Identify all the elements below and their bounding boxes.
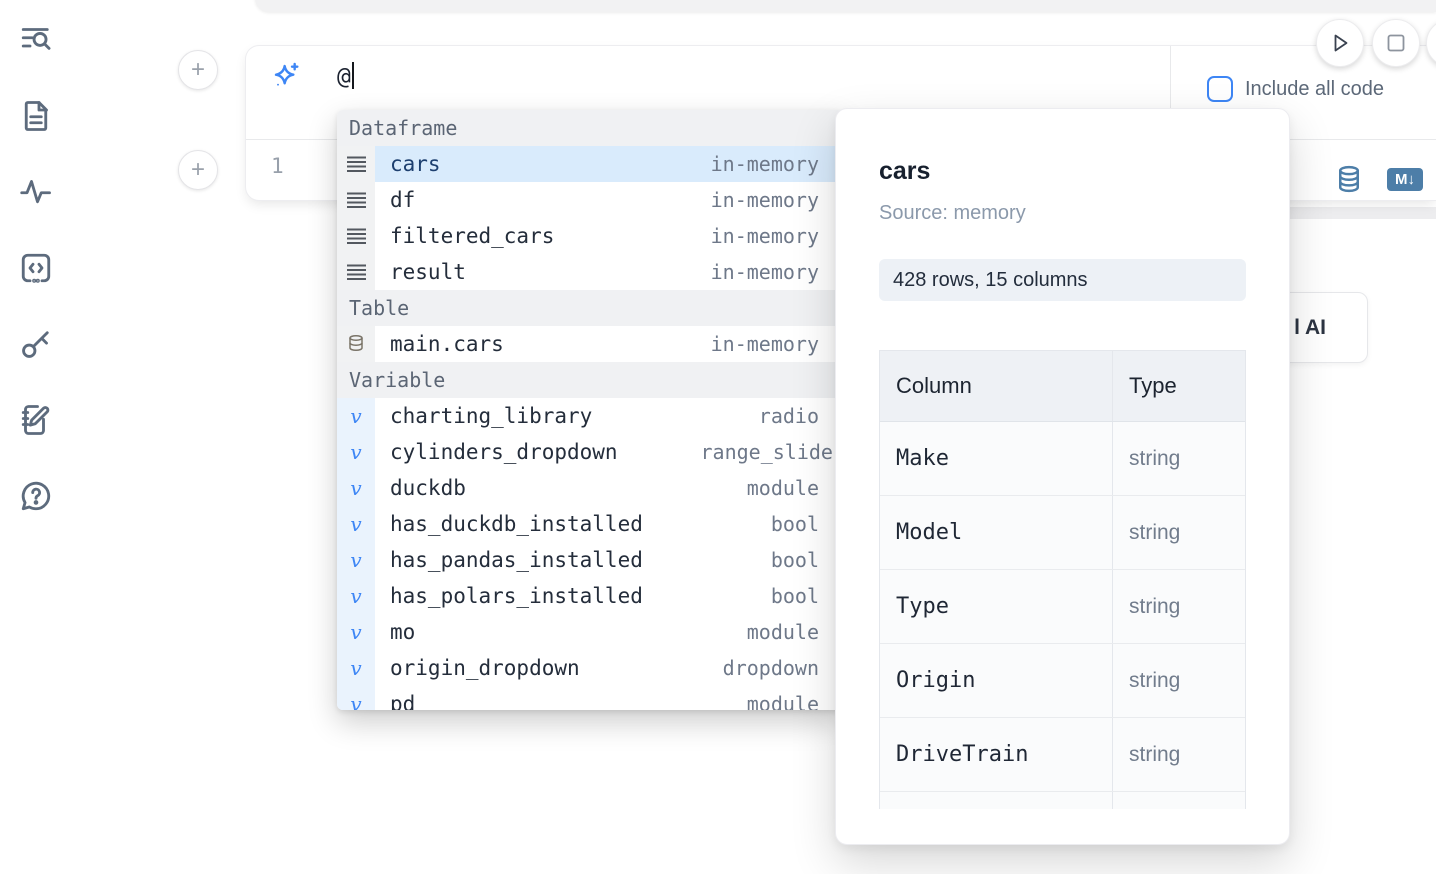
database-table-icon <box>347 334 365 354</box>
stop-cell-button[interactable] <box>1372 19 1420 67</box>
code-snippet-icon[interactable] <box>18 250 54 286</box>
scratchpad-icon[interactable] <box>18 402 54 438</box>
stop-icon <box>1387 34 1405 52</box>
section-header-table: Table <box>337 290 843 326</box>
activity-icon[interactable] <box>18 174 54 210</box>
convert-to-markdown-icon[interactable]: M↓ <box>1387 168 1423 191</box>
variable-icon: v <box>350 620 362 644</box>
variable-icon: v <box>350 440 362 464</box>
dataframe-icon <box>346 191 367 209</box>
table-row: DriveTrain string <box>880 718 1245 792</box>
dataframe-preview-popup: cars Source: memory 428 rows, 15 columns… <box>835 108 1290 845</box>
play-icon <box>1334 34 1348 52</box>
sidebar <box>18 22 58 514</box>
type-header: Type <box>1129 373 1177 398</box>
preview-shape-badge: 428 rows, 15 columns <box>879 259 1246 301</box>
convert-to-sql-icon[interactable] <box>1334 164 1364 195</box>
code-editor-row[interactable]: 1 M↓ <box>246 140 1436 201</box>
add-cell-above-button[interactable]: + <box>178 50 218 90</box>
variable-icon: v <box>350 512 362 536</box>
divider <box>1170 46 1171 139</box>
table-row: Origin string <box>880 644 1245 718</box>
dataframe-icon <box>346 263 367 281</box>
help-icon[interactable] <box>18 478 54 514</box>
include-all-code-control[interactable]: Include all code <box>1207 76 1384 102</box>
document-icon[interactable] <box>18 98 54 134</box>
dataframe-icon <box>346 227 367 245</box>
preview-source: Source: memory <box>879 202 1026 224</box>
key-icon[interactable] <box>18 326 54 362</box>
ai-button-label: l AI <box>1294 315 1326 339</box>
variable-icon: v <box>350 656 362 680</box>
table-row: Make string <box>880 422 1245 496</box>
run-cell-button[interactable] <box>1316 19 1364 67</box>
dataframe-icon <box>346 155 367 173</box>
variable-icon: v <box>350 692 362 710</box>
variable-icon: v <box>350 404 362 428</box>
text-cursor <box>351 62 354 89</box>
table-header-row: Column Type <box>880 351 1245 422</box>
preview-schema-table: Column Type Make string Model string Typ… <box>879 350 1246 809</box>
ai-sparkle-icon <box>270 60 302 92</box>
previous-cell-edge <box>255 0 1436 12</box>
search-list-icon[interactable] <box>18 22 54 58</box>
table-row <box>880 792 1245 809</box>
variable-icon: v <box>350 476 362 500</box>
table-row: Model string <box>880 496 1245 570</box>
column-header: Column <box>880 351 1113 421</box>
variable-icon: v <box>350 548 362 572</box>
line-number: 1 <box>271 154 284 178</box>
include-all-code-label: Include all code <box>1245 77 1384 100</box>
section-header-variable: Variable <box>337 362 843 398</box>
table-row: Type string <box>880 570 1245 644</box>
variable-icon: v <box>350 584 362 608</box>
preview-title: cars <box>879 157 931 185</box>
add-cell-below-button[interactable]: + <box>178 150 218 190</box>
section-header-dataframe: Dataframe <box>337 110 843 146</box>
ai-prompt-input[interactable]: @ <box>337 62 354 92</box>
include-all-code-checkbox[interactable] <box>1207 76 1233 102</box>
